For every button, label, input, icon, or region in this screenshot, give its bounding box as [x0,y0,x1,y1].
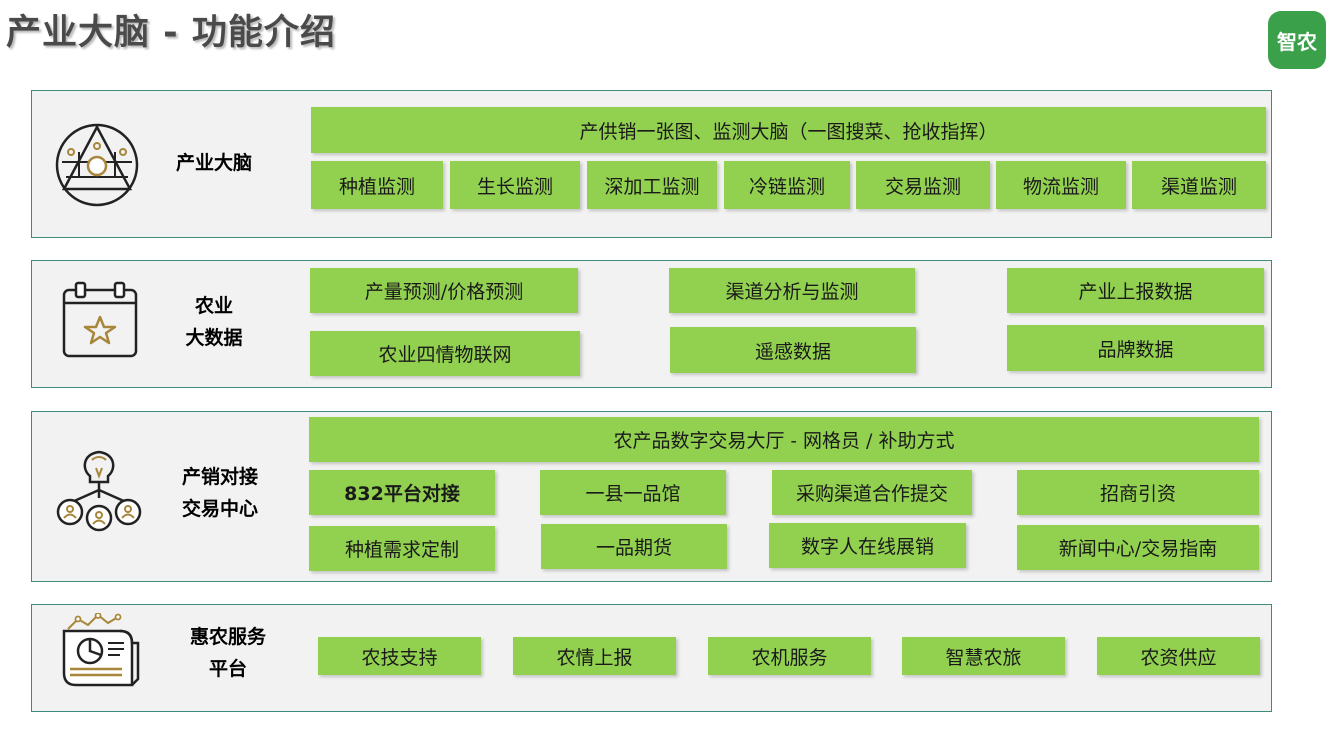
page-title: 产业大脑 - 功能介绍 [6,13,336,53]
section-label-line2-big-data: 大数据 [185,327,243,349]
box-agri-machinery-service[interactable]: 农机服务 [708,637,871,675]
box-planting-monitor[interactable]: 种植监测 [311,161,443,209]
section-label-line2-service: 平台 [208,658,247,680]
box-growth-monitor[interactable]: 生长监测 [450,161,580,209]
brain-network-icon [55,123,139,207]
report-chart-icon [62,613,140,687]
box-brand-data[interactable]: 品牌数据 [1007,325,1264,371]
box-procurement-channel[interactable]: 采购渠道合作提交 [772,470,972,515]
box-yield-price-forecast[interactable]: 产量预测/价格预测 [310,268,578,313]
box-digital-human-sales[interactable]: 数字人在线展销 [769,523,966,568]
section-label-line1-trade: 产销对接 [181,466,258,488]
section-label-industry-brain: 产业大脑 [175,152,252,174]
box-channel-monitor[interactable]: 渠道监测 [1132,161,1266,209]
box-agri-tech-support[interactable]: 农技支持 [318,637,481,675]
box-industry-report-data[interactable]: 产业上报数据 [1007,268,1264,313]
box-processing-monitor[interactable]: 深加工监测 [587,161,717,209]
section-label-line1-service: 惠农服务 [189,626,266,648]
box-logistics-monitor[interactable]: 物流监测 [996,161,1126,209]
box-agri-condition-report[interactable]: 农情上报 [513,637,676,675]
box-digital-trade-hall[interactable]: 农产品数字交易大厅 - 网格员 / 补助方式 [309,417,1259,462]
box-832-platform[interactable]: 832平台对接 [309,470,495,515]
box-agri-supplies[interactable]: 农资供应 [1097,637,1260,675]
box-news-trade-guide[interactable]: 新闻中心/交易指南 [1017,525,1259,570]
section-label-line1-big-data: 农业 [194,295,233,317]
box-iot-four-conditions[interactable]: 农业四情物联网 [310,331,580,376]
box-smart-agri-tourism[interactable]: 智慧农旅 [902,637,1065,675]
box-cold-chain-monitor[interactable]: 冷链监测 [724,161,850,209]
box-channel-analysis[interactable]: 渠道分析与监测 [669,268,915,313]
box-trade-monitor[interactable]: 交易监测 [856,161,990,209]
app-logo: 智农 [1268,11,1326,69]
box-remote-sensing[interactable]: 遥感数据 [670,327,916,373]
calendar-star-icon [62,281,138,358]
box-product-futures[interactable]: 一品期货 [541,524,727,569]
box-custom-planting-demand[interactable]: 种植需求定制 [309,526,495,571]
box-county-product-hall[interactable]: 一县一品馆 [540,470,726,515]
section-label-line2-trade: 交易中心 [181,498,258,520]
box-investment-attraction[interactable]: 招商引资 [1017,470,1259,515]
idea-people-icon [56,450,142,532]
box-supply-sales-map[interactable]: 产供销一张图、监测大脑（一图搜菜、抢收指挥） [311,107,1266,153]
